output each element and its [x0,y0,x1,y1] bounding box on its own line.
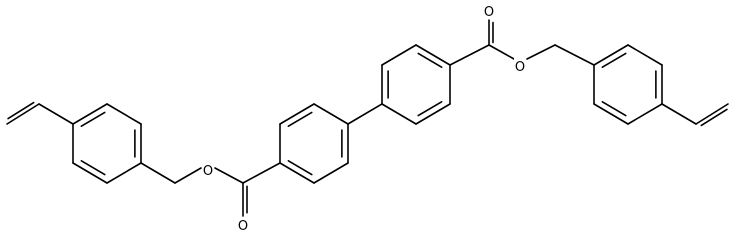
left-vinyl-double-bond [6,103,40,125]
right-carbonyl-o-bond [488,44,515,60]
biphenyl-ring-left-double-bond [287,160,313,176]
biphenyl-ring-right-bond [381,44,417,66]
right-carbonyl-ring-bond [449,44,490,66]
ester-oxygen-left: O [202,162,214,179]
left-o-carbonyl-bond [214,167,244,184]
carbonyl-oxygen-bottom: O [237,217,249,234]
carbonyl-oxygen-top: O [483,3,495,20]
atom-label-o-ester-right: O [515,60,525,75]
biphenyl-ring-right-bond [415,103,451,125]
left-vinyl-double-bond-second [7,101,35,120]
atom-label-o-carbonyl-top: O [484,5,494,20]
right-vinylbenzene-ring-bond [593,44,629,66]
left-vinylbenzene-ring-bond [106,103,142,125]
right-vinylbenzene-ring-bond [593,103,629,125]
right-vinylbenzene-ring-double-bond [601,52,627,68]
biphenyl-ring-left-bond [279,162,315,184]
left-ch2-o-bond [174,167,202,184]
left-vinyl-bond [38,103,74,125]
right-o-ch2-bond [526,44,556,60]
right-vinyl-bond [661,103,697,125]
left-vinylbenzene-ring-bond [72,103,108,125]
ester-oxygen-right: O [514,58,526,75]
right-vinylbenzene-ring-bond [627,103,663,125]
atom-label-o-ester-left: O [203,164,213,179]
left-benzyl-bond [140,162,176,184]
left-vinylbenzene-ring-bond [106,162,142,184]
right-vinylbenzene-ring-double-bond [601,101,627,117]
biphenyl-link-bond [347,103,383,125]
biphenyl-ring-left-double-bond [287,111,313,127]
atom-label-o-carbonyl-bottom: O [238,219,248,234]
right-vinyl-double-bond [695,103,729,125]
biphenyl-ring-right-double-bond [417,52,443,68]
biphenyl-ring-left-bond [313,162,349,184]
right-benzyl-bond [554,44,595,66]
left-vinylbenzene-ring-double-bond [80,111,106,127]
atom-labels: O O O O [202,3,526,234]
right-vinylbenzene-ring-bond [627,44,663,66]
biphenyl-ring-left-bond [279,103,315,125]
left-vinylbenzene-ring-bond [72,162,108,184]
right-vinyl-double-bond-second [700,108,728,127]
biphenyl-ring-left-bond [313,103,349,125]
left-carbonyl-ring-bond [242,162,281,184]
left-vinylbenzene-ring-double-bond [80,160,106,176]
bond-lines [6,19,729,217]
biphenyl-ring-right-bond [415,44,451,66]
biphenyl-ring-right-bond [381,103,417,125]
biphenyl-ring-right-double-bond [417,101,443,117]
